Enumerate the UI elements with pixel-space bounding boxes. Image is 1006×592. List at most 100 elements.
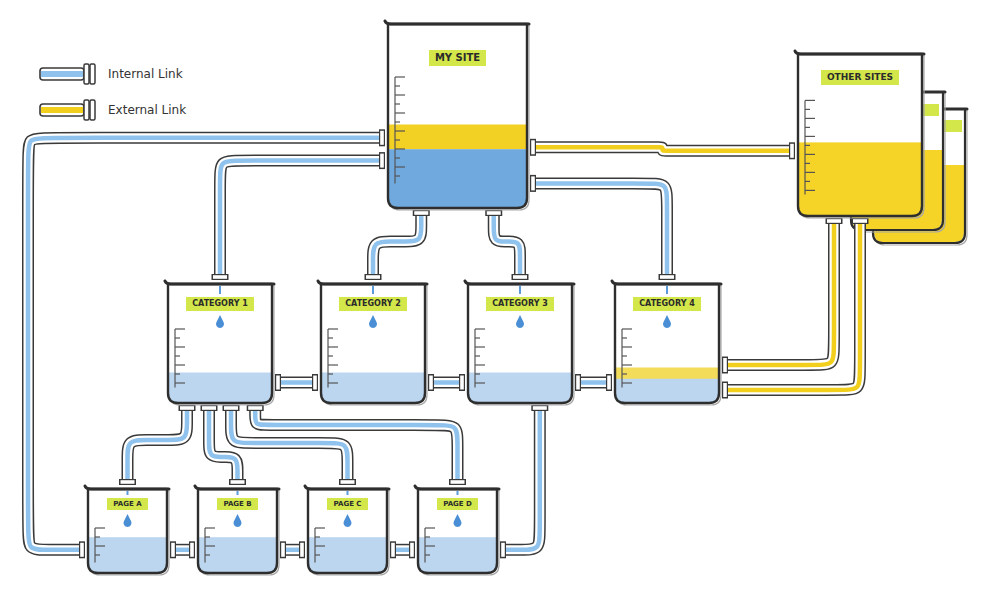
liquid	[85, 537, 170, 575]
pipe-flange-face	[121, 480, 135, 484]
pipe-flange-face	[451, 480, 465, 484]
scale-tick	[805, 136, 815, 137]
legend-pipe	[40, 104, 84, 116]
pipe-inside	[500, 405, 540, 550]
liquid	[795, 142, 925, 218]
scale-line	[424, 528, 425, 562]
water-drop	[663, 315, 671, 328]
pipe-wall	[390, 544, 415, 556]
pipe-flange	[449, 479, 466, 485]
pipe	[722, 218, 834, 365]
liquid	[195, 537, 280, 575]
liquid-group	[318, 373, 428, 406]
pipe-flange-face	[224, 406, 238, 410]
beaker-rim	[795, 51, 924, 54]
beaker: PAGE B	[195, 485, 280, 575]
scale-tick	[805, 154, 815, 155]
pipe-flange-face	[341, 480, 355, 484]
pipe-flange-face	[460, 376, 464, 390]
pipe-flange	[229, 479, 246, 485]
scale-tick	[395, 112, 405, 113]
beaker-label: PAGE A	[107, 498, 147, 510]
pipe-flange-face	[513, 275, 527, 279]
scale-tick	[395, 166, 405, 167]
beaker-outline	[88, 489, 167, 573]
scale-tick	[175, 337, 180, 338]
pipe-inside	[280, 545, 305, 554]
scale-tick	[205, 554, 210, 555]
pipe-flange-face	[723, 358, 727, 372]
pipe-wall	[231, 405, 348, 485]
pipe-flow	[280, 548, 305, 553]
legend-flange	[84, 64, 89, 84]
water-drop	[516, 315, 524, 328]
pipe-inside	[128, 405, 188, 485]
pipe-flange-face	[531, 140, 535, 154]
scale-tick	[175, 328, 185, 329]
legend-pipe-icon	[38, 62, 98, 86]
pipe-flange-face	[853, 219, 867, 223]
scale-tick	[475, 382, 485, 383]
pipe-wall	[275, 377, 318, 389]
beaker-rim	[612, 281, 721, 284]
pipe-flange-face	[80, 543, 84, 557]
scale-tick	[805, 181, 810, 182]
water-drop	[234, 514, 242, 527]
pipe-flow	[722, 218, 834, 365]
pipe-flange-face	[281, 543, 285, 557]
pipe-flange	[530, 175, 536, 192]
beaker-drawing	[385, 20, 530, 210]
scale-tick	[425, 554, 430, 555]
beaker: CATEGORY 4	[612, 280, 722, 405]
liquid-group	[795, 142, 925, 218]
pipe-flange-face	[501, 543, 505, 557]
scale-marks	[175, 329, 185, 388]
scale-line	[204, 528, 205, 562]
drip-stream	[372, 286, 374, 294]
scale-tick	[805, 127, 810, 128]
pipe	[373, 210, 421, 280]
beaker-label: MY SITE	[429, 50, 486, 66]
scale-tick	[315, 536, 320, 537]
scale-tick	[395, 157, 400, 158]
beaker-outline	[308, 489, 387, 573]
water-drop	[369, 315, 377, 328]
pipe-flange	[275, 374, 281, 391]
beaker-rim	[85, 486, 169, 489]
pipe-flange	[79, 541, 85, 558]
pipe-flange-face	[723, 383, 727, 397]
pipe-flange	[223, 405, 240, 411]
pipe-flange	[575, 374, 581, 391]
pipe-flange-face	[313, 376, 317, 390]
scale-tick	[328, 346, 338, 347]
beaker-rim	[195, 486, 279, 489]
pipe-flange	[722, 382, 728, 399]
pipe-wall	[722, 218, 860, 390]
pipe-flange-face	[380, 154, 384, 168]
scale-marks	[425, 528, 435, 562]
pipe-flange-face	[180, 406, 194, 410]
scale-tick	[622, 364, 632, 365]
pipe	[255, 405, 457, 485]
beaker: PAGE C	[305, 485, 390, 575]
pipe-flange	[299, 541, 305, 558]
drip-stream	[519, 286, 521, 294]
scale-tick	[328, 364, 338, 365]
scale-tick	[175, 382, 185, 383]
liquid-group	[612, 368, 722, 406]
pipe-flange-face	[790, 144, 794, 158]
scale-tick	[622, 382, 632, 383]
beaker: CATEGORY 3	[465, 280, 575, 405]
pipe-wall	[255, 405, 457, 485]
beaker-rim	[318, 281, 427, 284]
pipe-inside	[373, 210, 421, 280]
pipe-flange-face	[533, 406, 547, 410]
liquid	[385, 149, 530, 210]
pipe-flange	[119, 479, 136, 485]
pipe-wall	[722, 218, 834, 365]
liquid-group	[465, 373, 575, 406]
pipe-flange	[500, 541, 506, 558]
liquid	[465, 373, 575, 406]
pipe-flange	[722, 357, 728, 374]
scale-tick	[425, 536, 430, 537]
